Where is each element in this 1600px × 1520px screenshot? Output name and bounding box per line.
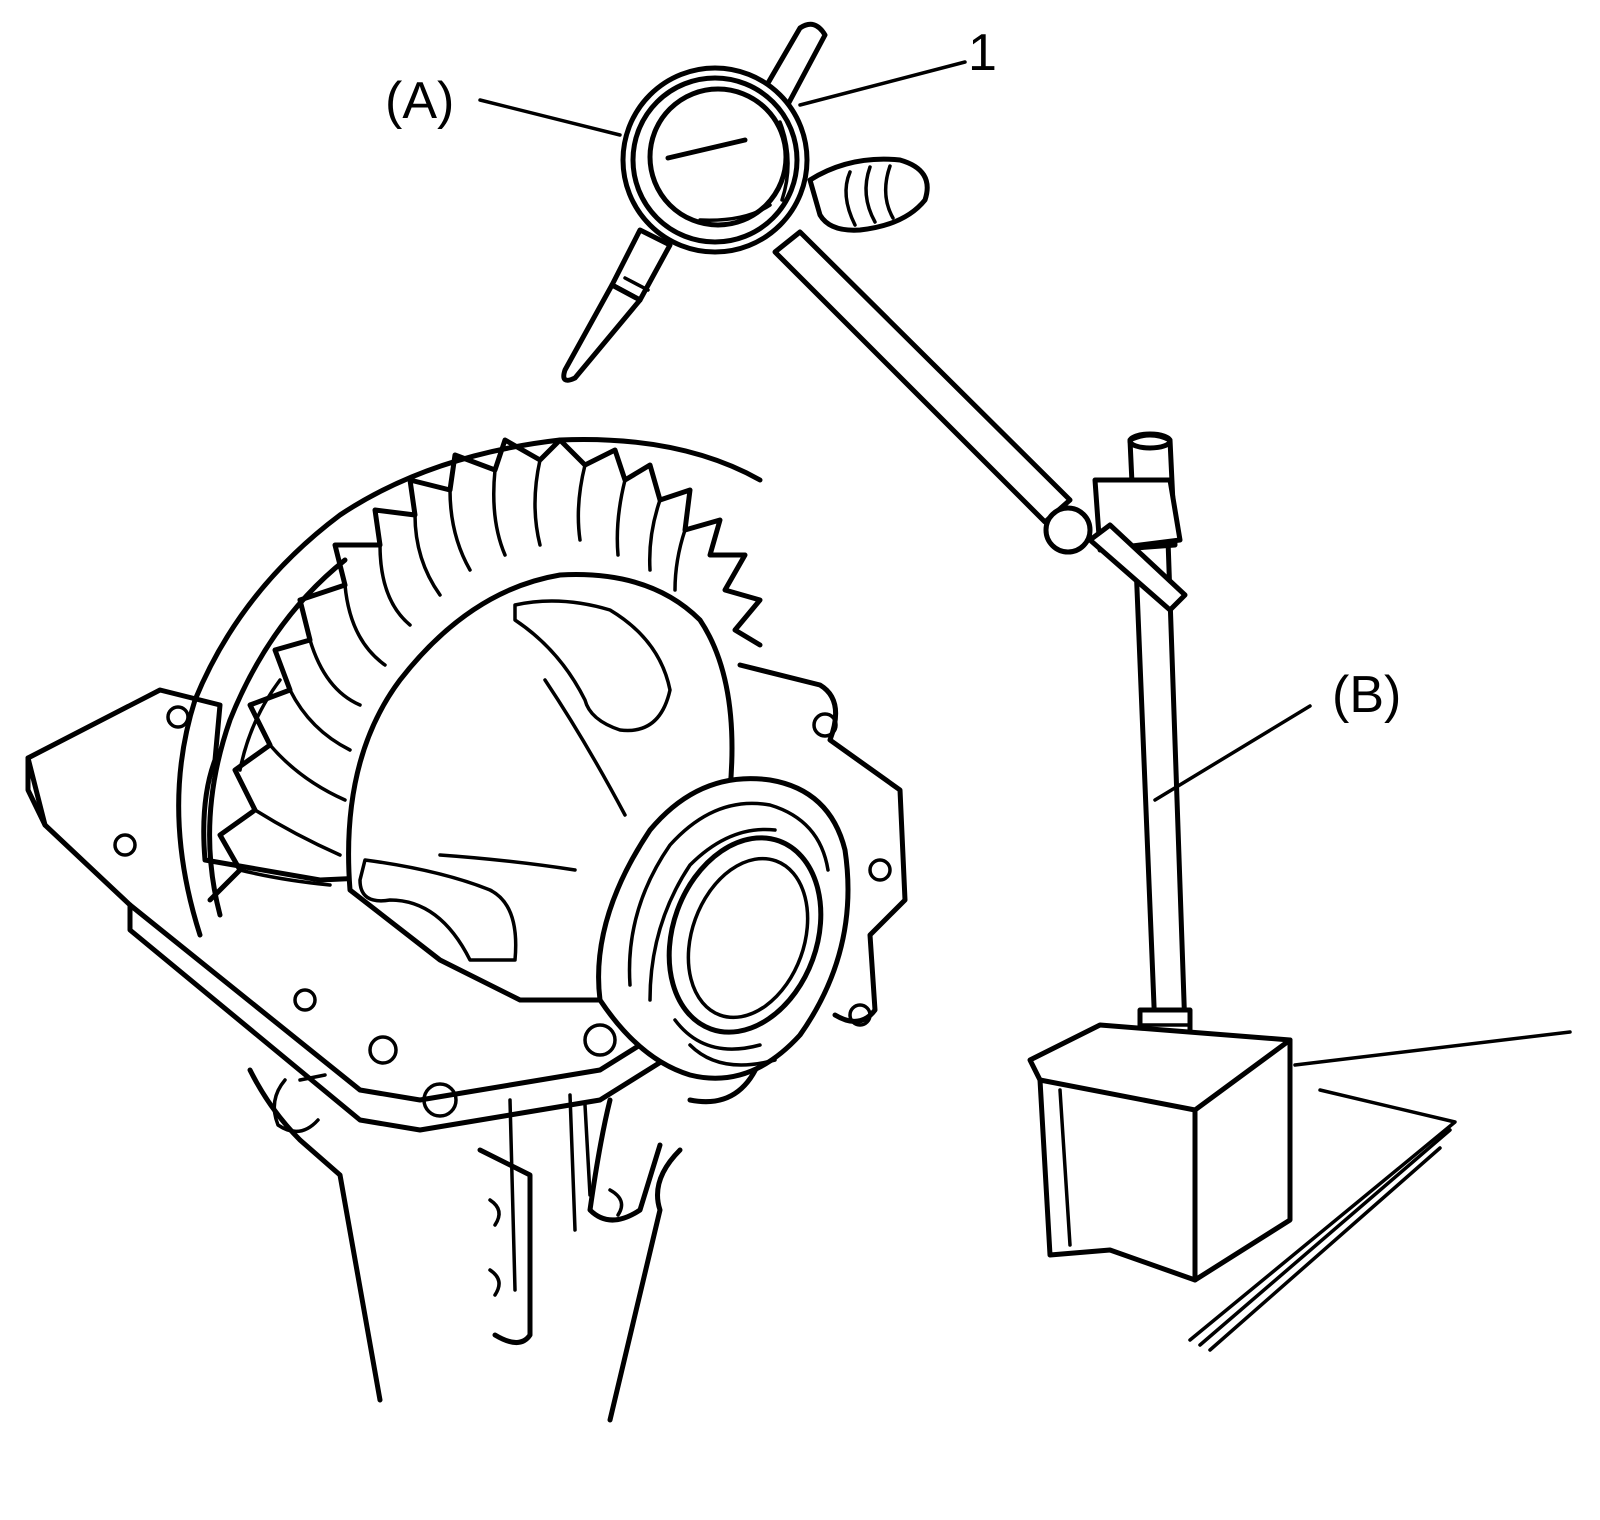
carrier-housing-neck [247, 1067, 683, 1423]
leader-base [1293, 1030, 1572, 1067]
label-b: (B) [1332, 666, 1401, 724]
housing-bolt-hole [812, 712, 838, 738]
callouts: (A) 1 (B) [385, 24, 1572, 1067]
side-bearing [596, 776, 851, 1081]
leader-a [478, 98, 622, 137]
magnetic-base [1027, 1022, 1293, 1283]
gauge-probe-stem [561, 227, 673, 383]
gauge-needle [665, 137, 748, 161]
gauge-face-highlight [698, 203, 772, 222]
case-window [513, 599, 672, 733]
gauge-face-highlight [778, 120, 790, 202]
flange-bolt-hole [422, 1082, 458, 1118]
gauge-face [647, 86, 789, 228]
stand-cross-rod [1087, 522, 1188, 613]
dial-gauge [561, 21, 1073, 525]
flange-bolt-hole [293, 988, 317, 1012]
flange-bolt-hole [368, 1035, 398, 1065]
magnetic-stand [1027, 431, 1457, 1352]
ring-gear [176, 437, 763, 938]
differential-carrier [25, 437, 908, 1423]
flange-bolt-hole [583, 1023, 617, 1057]
gauge-holder-rod [772, 229, 1073, 525]
label-a: (A) [385, 72, 454, 130]
housing-bolt-hole [868, 858, 892, 882]
gauge-bezel-inner [630, 75, 800, 245]
case-window [358, 858, 518, 962]
label-1: 1 [968, 24, 997, 82]
gauge-back-knob [807, 156, 930, 233]
base-plate [1188, 1088, 1457, 1352]
stand-clamp-knob [1043, 505, 1093, 555]
leader-1 [798, 60, 967, 107]
flange-bolt-hole [113, 833, 137, 857]
housing-bolt-hole [848, 1003, 872, 1027]
leader-b [1153, 704, 1312, 802]
